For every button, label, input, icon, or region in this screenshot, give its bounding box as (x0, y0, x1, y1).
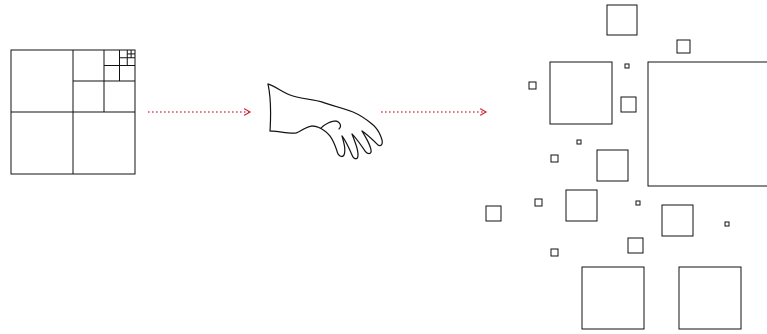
quadtree-subdivision-grid-icon (11, 50, 135, 174)
scattered-squares-icon (486, 5, 767, 329)
scattering-hand-icon (268, 84, 382, 159)
